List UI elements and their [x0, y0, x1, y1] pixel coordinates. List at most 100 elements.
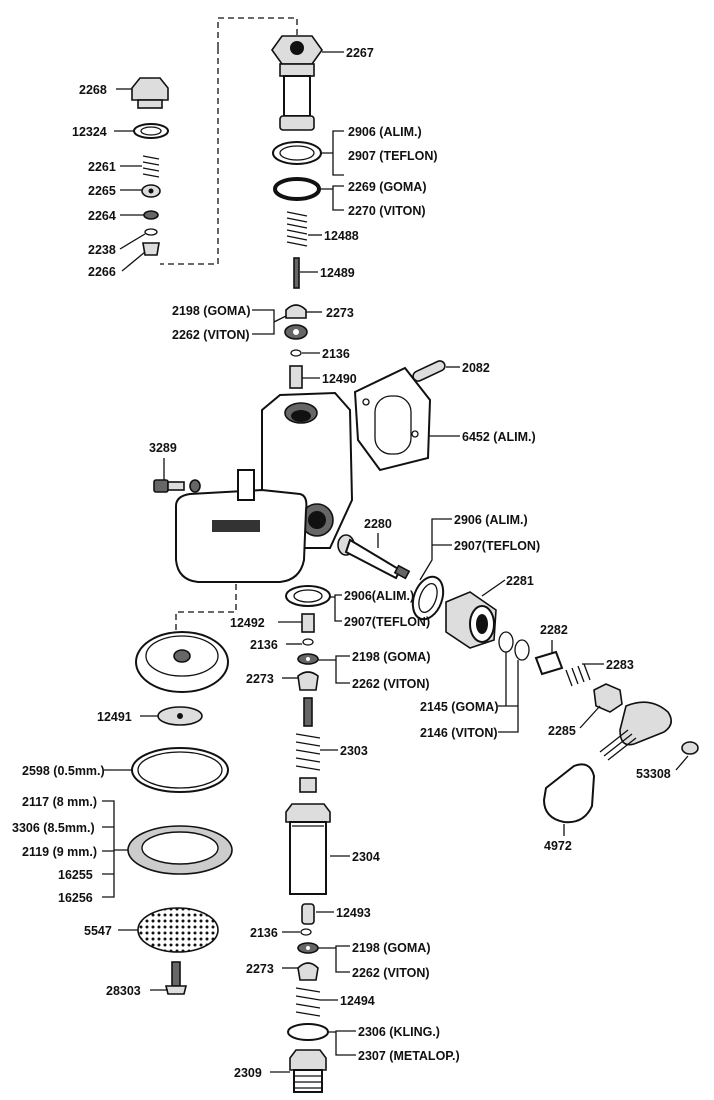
assembly-dashed-line-bottom — [175, 584, 237, 630]
group-body — [175, 391, 354, 583]
label-2262-viton-top: 2262 (VITON) — [172, 328, 250, 342]
part-2273-bottom — [297, 962, 319, 981]
part-6452-gasket — [353, 366, 432, 472]
part-12489-pin — [293, 257, 300, 289]
part-2304-body — [285, 803, 331, 895]
label-12494: 12494 — [340, 994, 375, 1008]
label-2907-teflon-top: 2907 (TEFLON) — [348, 149, 438, 163]
label-2906-alim-center: 2906(ALIM.) — [344, 589, 414, 603]
part-2146-oring — [514, 639, 530, 661]
label-2285: 2285 — [548, 724, 576, 738]
label-53308: 53308 — [636, 767, 671, 781]
label-2306-kling: 2306 (KLING.) — [358, 1025, 440, 1039]
label-2266: 2266 — [88, 265, 116, 279]
label-2907-teflon-center: 2907(TEFLON) — [344, 615, 430, 629]
leader-lines — [102, 51, 689, 1073]
part-12493 — [301, 903, 315, 925]
parts-drawing — [127, 17, 699, 1093]
part-2136-top — [290, 349, 302, 357]
part-12488-spring — [286, 210, 308, 250]
label-16255: 16255 — [58, 868, 93, 882]
part-12324-washer — [133, 123, 169, 139]
label-2907-teflon-right: 2907(TEFLON) — [454, 539, 540, 553]
label-2273-top: 2273 — [326, 306, 354, 320]
part-2269-oring — [273, 177, 321, 201]
label-2198-goma-bottom: 2198 (GOMA) — [352, 941, 431, 955]
label-2283: 2283 — [606, 658, 634, 672]
part-2906-ring-right — [411, 575, 445, 621]
label-2198-goma-mid: 2198 (GOMA) — [352, 650, 431, 664]
label-28303: 28303 — [106, 984, 141, 998]
part-2281-nut — [445, 591, 497, 649]
label-2269-goma: 2269 (GOMA) — [348, 180, 427, 194]
label-5547: 5547 — [84, 924, 112, 938]
part-2238 — [144, 228, 158, 236]
part-2136-mid — [302, 638, 314, 646]
label-2119: 2119 (9 mm.) — [22, 845, 97, 859]
part-stem-mid — [303, 697, 313, 727]
part-12492 — [301, 613, 315, 633]
part-12490 — [289, 365, 303, 389]
part-2309-fitting — [289, 1049, 327, 1093]
label-2262-viton-mid: 2262 (VITON) — [352, 677, 430, 691]
label-4972: 4972 — [544, 839, 572, 853]
label-2309: 2309 — [234, 1066, 262, 1080]
part-5547-screen — [137, 907, 219, 953]
label-2273-bottom: 2273 — [246, 962, 274, 976]
label-2304: 2304 — [352, 850, 380, 864]
label-2280: 2280 — [364, 517, 392, 531]
part-12494-spring — [295, 987, 321, 1017]
part-2136-bottom — [300, 928, 312, 936]
label-2198-goma-top: 2198 (GOMA) — [172, 304, 251, 318]
part-2082-pin — [412, 360, 446, 382]
part-2906-ring-center — [285, 585, 331, 607]
label-12490: 12490 — [322, 372, 357, 386]
label-2261: 2261 — [88, 160, 116, 174]
label-2273-mid: 2273 — [246, 672, 274, 686]
part-2266 — [142, 242, 160, 256]
assembly-dashed-line-top — [160, 17, 298, 265]
part-labels: 2267 2268 12324 2906 (ALIM.) 2907 (TEFLO… — [12, 46, 671, 1080]
label-2265: 2265 — [88, 184, 116, 198]
part-3289-screw — [153, 479, 201, 493]
part-2303-spring — [295, 733, 321, 771]
label-2238: 2238 — [88, 243, 116, 257]
label-3289: 3289 — [149, 441, 177, 455]
label-2282: 2282 — [540, 623, 568, 637]
label-16256: 16256 — [58, 891, 93, 905]
part-2145-oring — [498, 631, 514, 653]
part-2282 — [534, 650, 564, 676]
label-12492: 12492 — [230, 616, 265, 630]
label-2270-viton: 2270 (VITON) — [348, 204, 426, 218]
part-2303-cap — [299, 777, 317, 793]
label-2136-top: 2136 — [322, 347, 350, 361]
label-2082: 2082 — [462, 361, 490, 375]
label-2136-bottom: 2136 — [250, 926, 278, 940]
part-2306-ring — [287, 1023, 329, 1041]
label-12324: 12324 — [72, 125, 107, 139]
label-12489: 12489 — [320, 266, 355, 280]
label-2146-viton: 2146 (VITON) — [420, 726, 498, 740]
label-2906-alim-top: 2906 (ALIM.) — [348, 125, 422, 139]
label-2136-mid: 2136 — [250, 638, 278, 652]
part-2267 — [271, 35, 323, 131]
part-2273-mid — [297, 671, 319, 691]
label-12491: 12491 — [97, 710, 132, 724]
part-4972-knob — [542, 763, 596, 824]
label-2906-alim-right: 2906 (ALIM.) — [454, 513, 528, 527]
part-lever-handle — [599, 701, 672, 761]
part-53308 — [681, 741, 699, 755]
label-2281: 2281 — [506, 574, 534, 588]
part-28303-screw — [164, 961, 188, 995]
part-2264 — [143, 210, 159, 220]
label-2598: 2598 (0.5mm.) — [22, 764, 105, 778]
label-2145-goma: 2145 (GOMA) — [420, 700, 499, 714]
label-2307-metalop: 2307 (METALOP.) — [358, 1049, 460, 1063]
part-group-gasket — [127, 825, 233, 875]
label-12493: 12493 — [336, 906, 371, 920]
part-2268-cap — [131, 77, 169, 109]
label-2262-viton-bottom: 2262 (VITON) — [352, 966, 430, 980]
label-12488: 12488 — [324, 229, 359, 243]
label-2303: 2303 — [340, 744, 368, 758]
